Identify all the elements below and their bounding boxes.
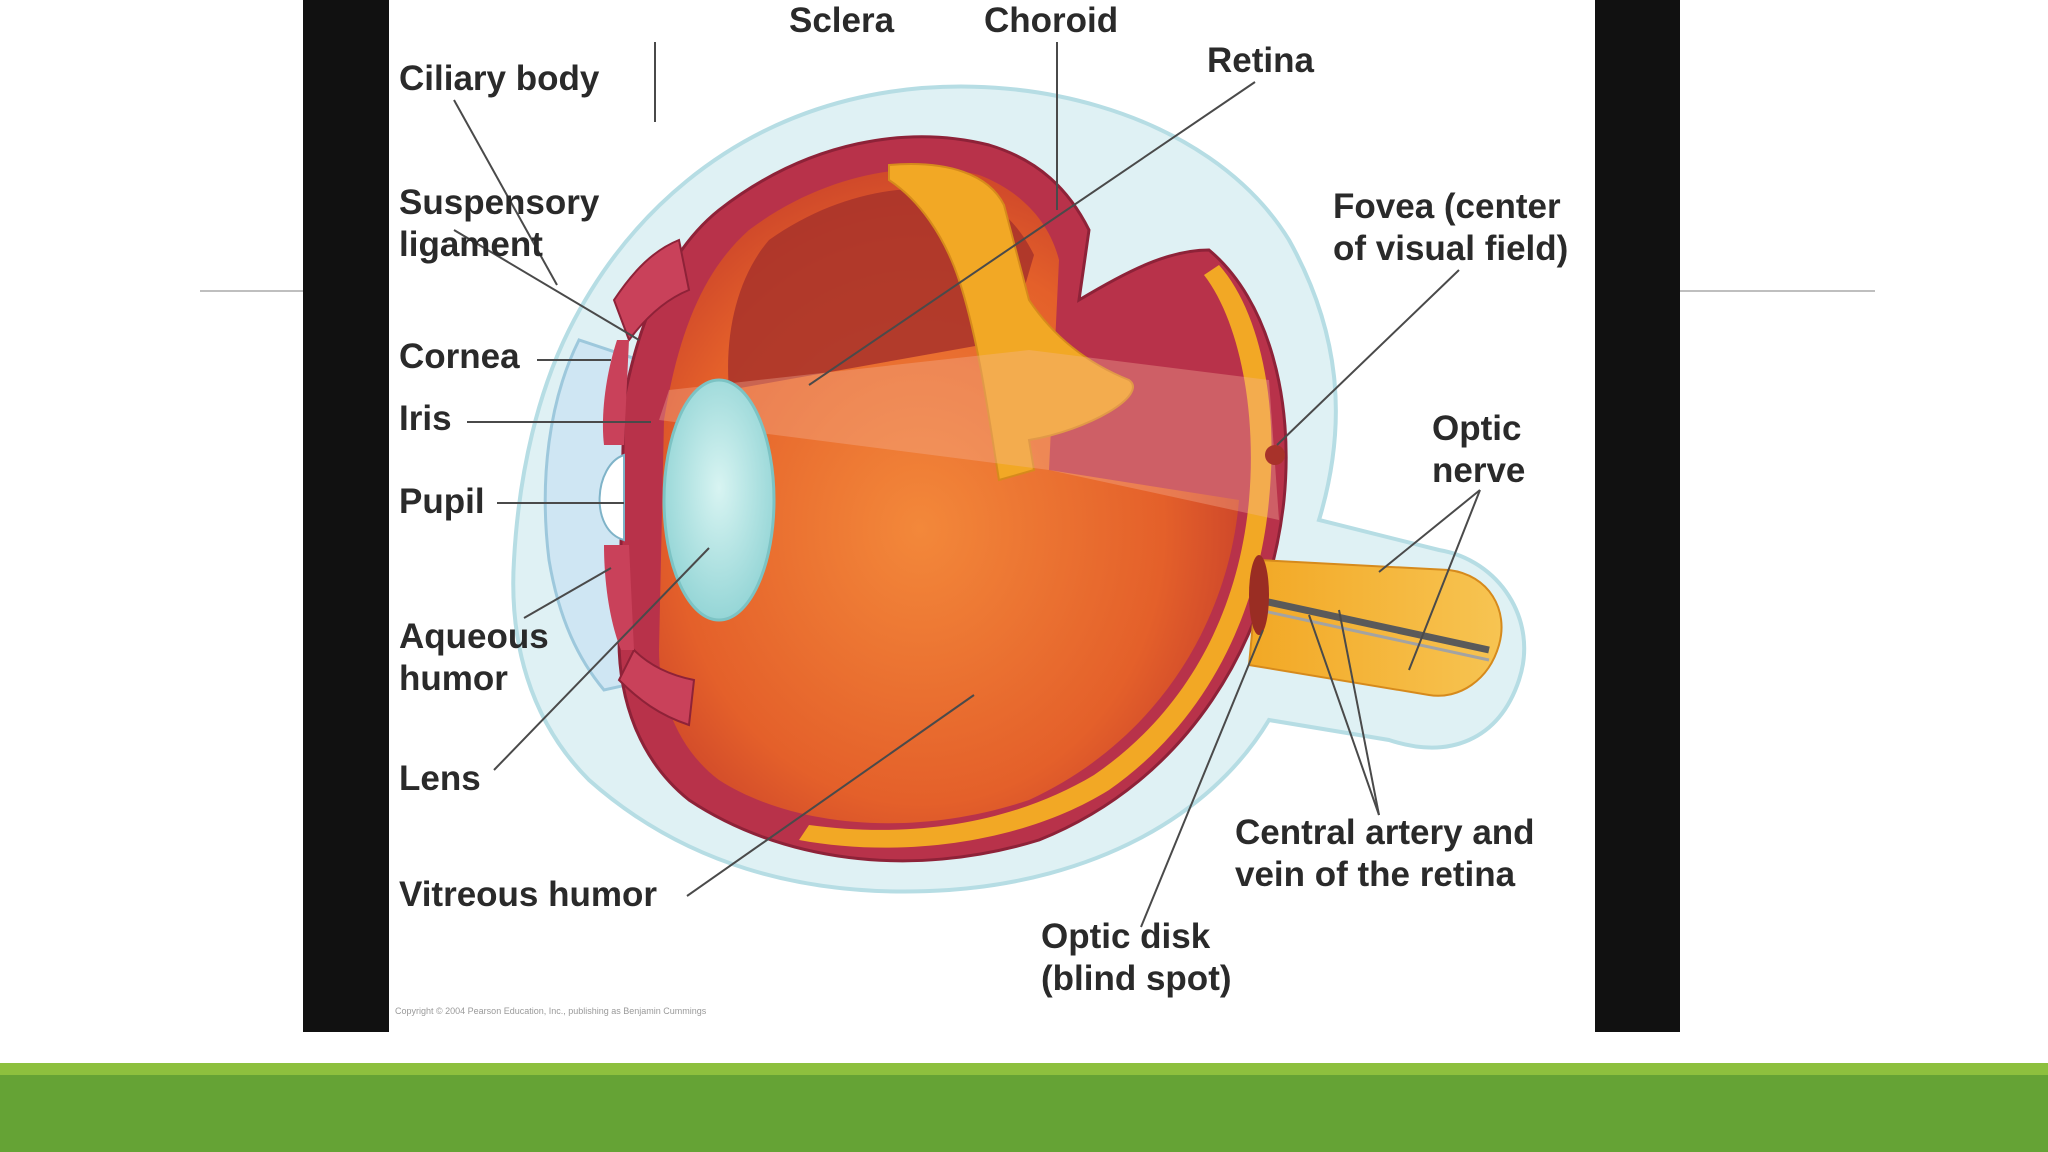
label-lens: Lens <box>399 759 481 798</box>
label-optic-nerve: Optic nerve <box>1432 409 1526 490</box>
ciliary-body-shape <box>612 238 696 727</box>
retina-flap <box>888 163 1134 482</box>
eye-anatomy-diagram: Sclera Choroid Retina Ciliary body Suspe… <box>389 0 1595 1032</box>
label-vitreous-humor: Vitreous humor <box>399 875 658 914</box>
footer-band <box>0 1075 2048 1152</box>
optic-disk-shape <box>1249 555 1269 635</box>
label-optic-disk: Optic disk (blind spot) <box>1041 917 1232 998</box>
label-suspensory-ligament: Suspensory ligament <box>399 183 600 264</box>
label-fovea: Fovea (center of visual field) <box>1333 187 1569 268</box>
copyright-notice: Copyright © 2004 Pearson Education, Inc.… <box>395 1006 707 1016</box>
label-iris: Iris <box>399 399 452 438</box>
central-vessels <box>1258 596 1490 654</box>
label-aqueous-humor: Aqueous humor <box>399 617 549 698</box>
lens-shape <box>662 378 776 622</box>
label-retina: Retina <box>1207 41 1314 80</box>
fovea-dot <box>1265 445 1285 465</box>
label-sclera: Sclera <box>789 1 895 40</box>
title-rule-left <box>200 290 304 292</box>
label-pupil: Pupil <box>399 482 485 521</box>
label-central-artery-vein: Central artery and vein of the retina <box>1235 813 1535 894</box>
footer-band-accent <box>0 1063 2048 1075</box>
iris-shape-lower <box>604 545 634 650</box>
label-ciliary-body: Ciliary body <box>399 59 600 98</box>
iris-shape <box>602 340 629 445</box>
title-rule-right <box>1680 290 1875 292</box>
cut-plane <box>659 350 1279 520</box>
label-cornea: Cornea <box>399 337 520 376</box>
label-choroid: Choroid <box>984 1 1119 40</box>
eye-illustration <box>453 42 1527 928</box>
leader-lines <box>453 42 1481 928</box>
